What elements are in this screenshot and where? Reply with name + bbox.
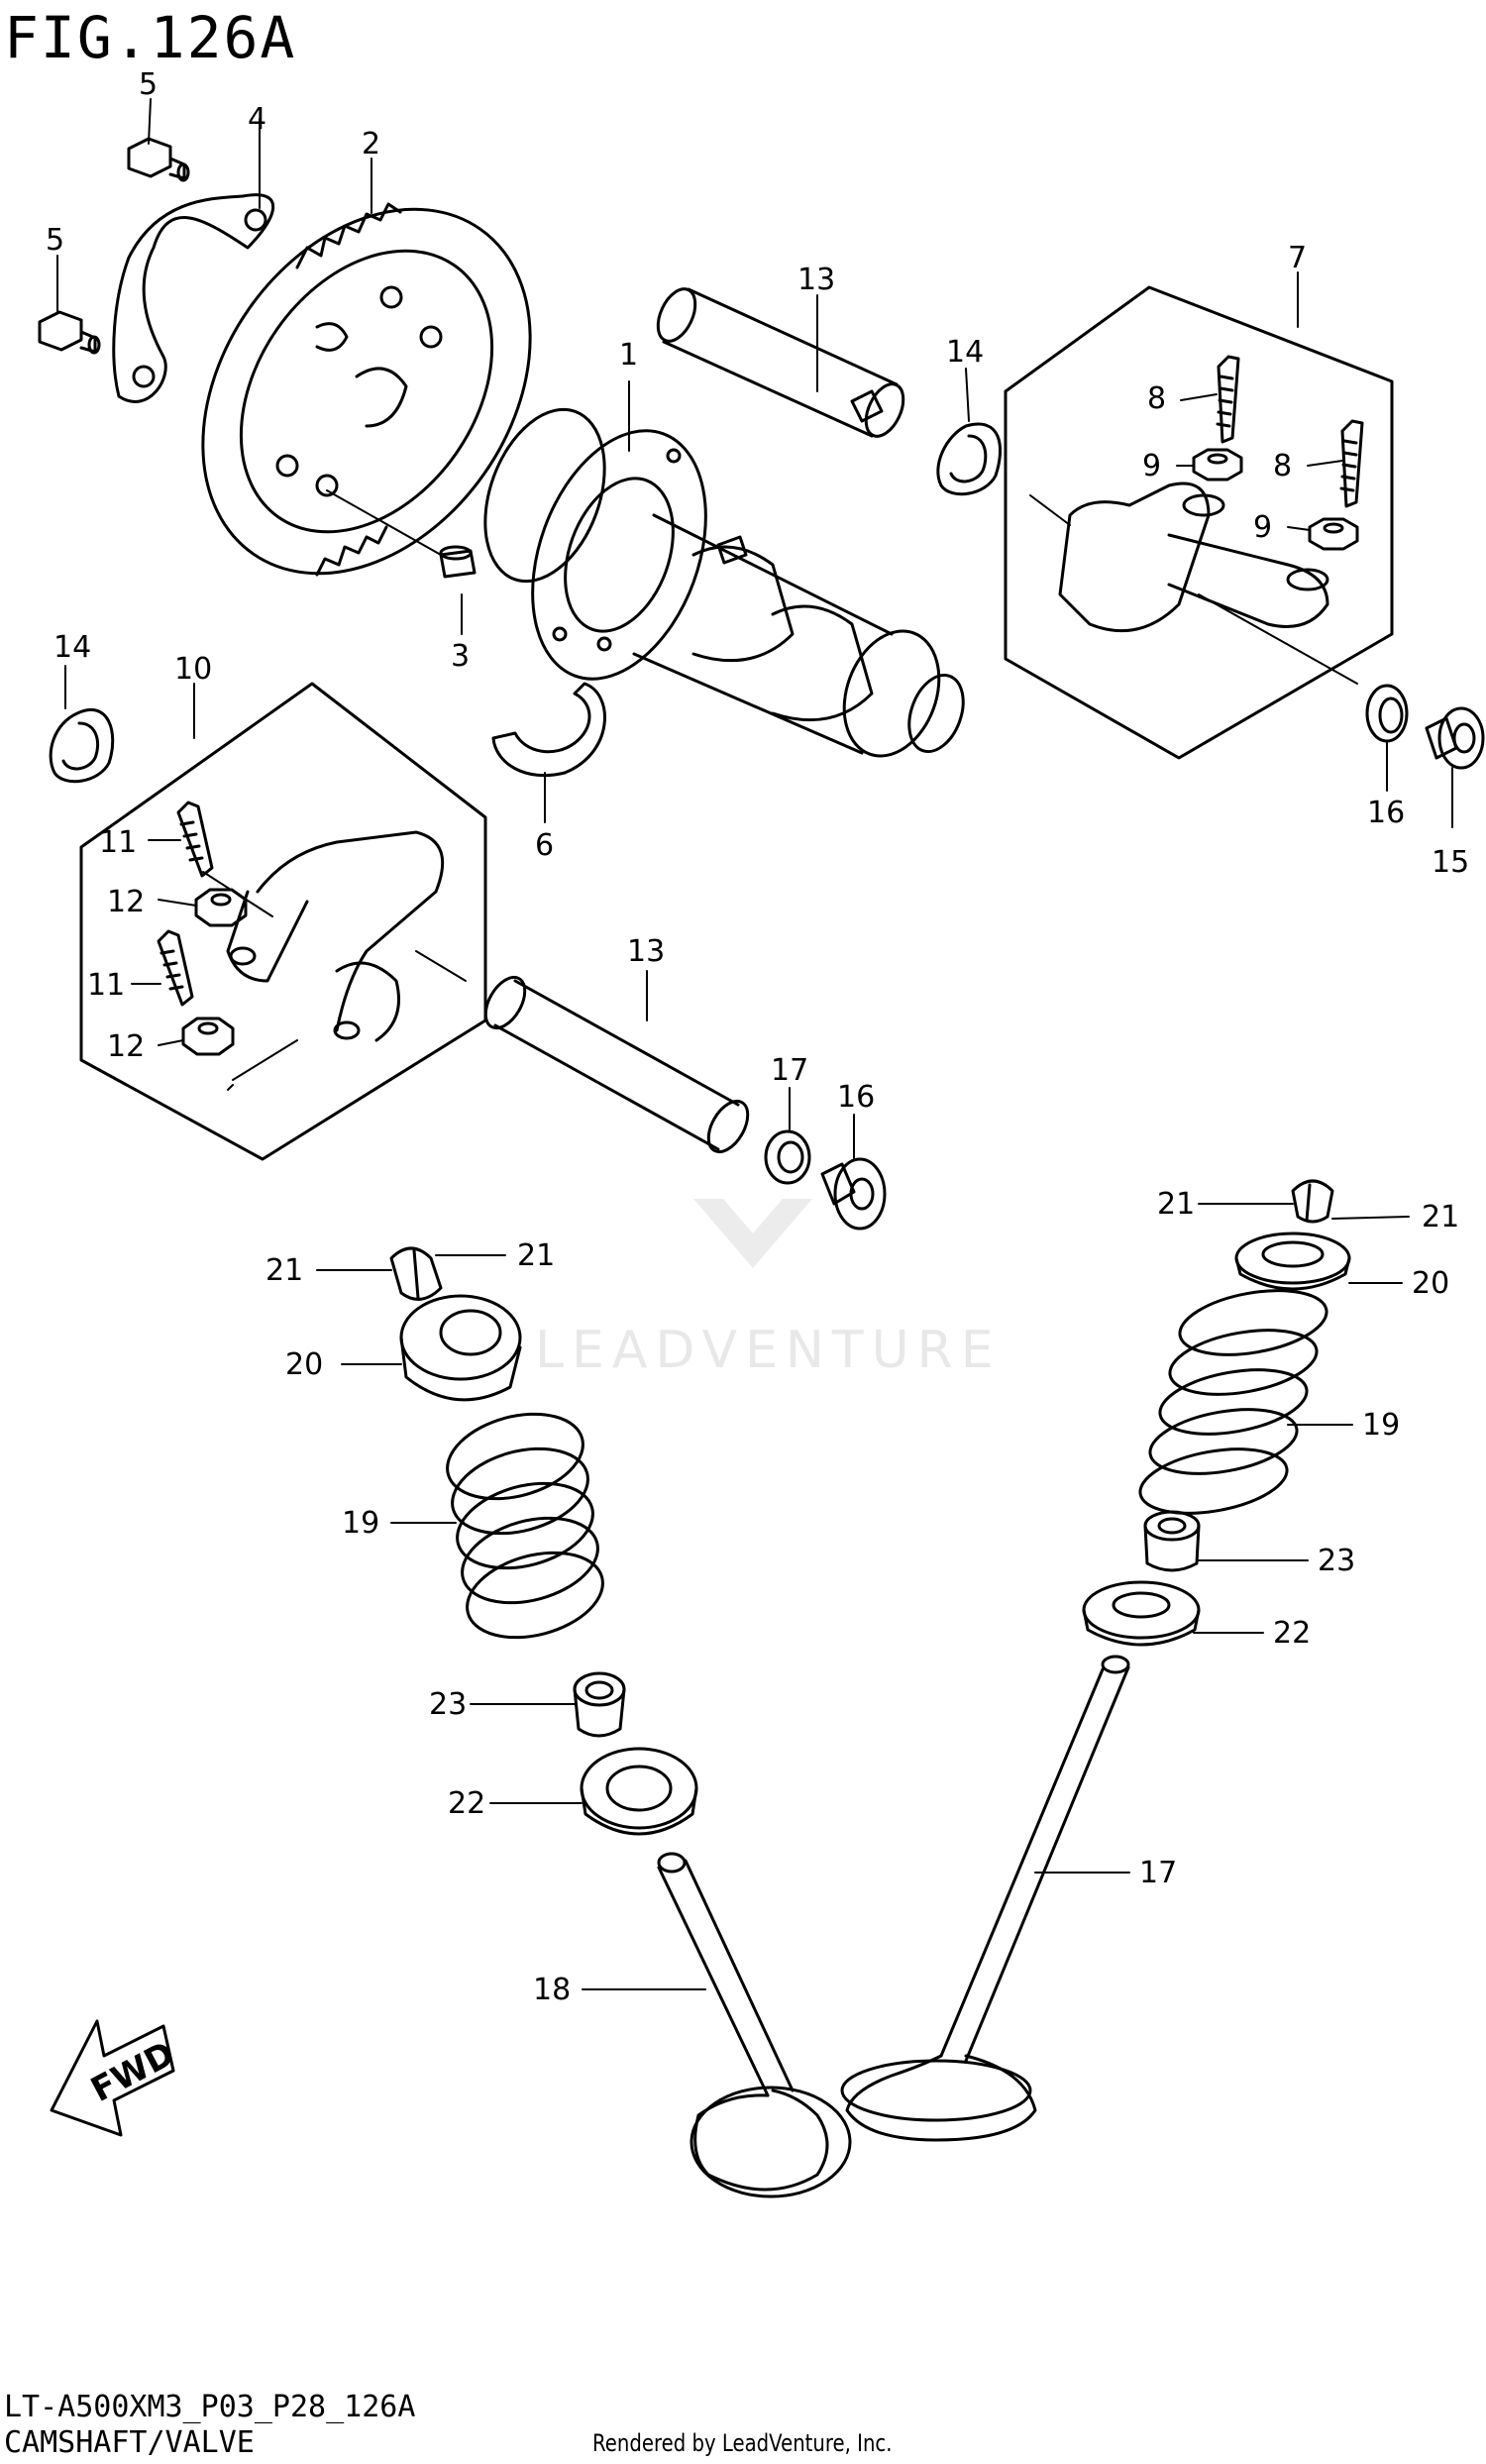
callout-14: 14 [946,335,984,370]
callout-21: 21 [265,1253,303,1288]
callout-4: 4 [248,102,266,137]
callout-16: 16 [1367,796,1405,830]
part-6-half-ring [491,682,606,778]
part-15-bolt-upper [1425,706,1485,770]
callout-9: 9 [1253,510,1272,545]
part-22-spring-seat-right [1082,1580,1201,1647]
callout-11: 11 [87,968,125,1003]
part-20-spring-retainer-right [1234,1232,1351,1291]
callout-21: 21 [517,1238,555,1273]
callout-1: 1 [619,338,638,373]
part-10-rocker-arm-assembly [79,682,487,1161]
part-13-rocker-shaft-lower [483,975,750,1154]
callout-19: 19 [342,1506,379,1541]
part-7-rocker-arm-assembly [1004,285,1394,760]
watermark: LEADVENTURE [535,1199,1002,1380]
callout-20: 20 [285,1347,323,1382]
figure-title: FIG.126A [4,4,297,71]
callout-13: 13 [627,934,665,969]
callout-8: 8 [1273,449,1292,483]
part-16-washer-lower [764,1129,811,1185]
callout-12: 12 [107,1029,145,1064]
callout-10: 10 [174,652,212,687]
callout-11: 11 [99,825,137,860]
callout-3: 3 [451,639,470,674]
callout-22: 22 [1273,1616,1311,1651]
callout-19: 19 [1362,1408,1400,1443]
callout-14: 14 [53,630,91,665]
drawing-code: LT-A500XM3_P03_P28_126A [4,2390,416,2424]
callout-21: 21 [1157,1187,1195,1222]
callout-23: 23 [1318,1544,1355,1578]
part-15-bolt-lower [820,1157,887,1231]
callout-20: 20 [1412,1266,1449,1301]
callout-2: 2 [362,127,380,161]
part-14-clip-upper [936,422,1003,496]
part-23-valve-stem-seal-right [1143,1510,1201,1572]
credit-line: Rendered by LeadVenture, Inc. [592,2429,893,2457]
part-22-spring-seat-left [580,1747,698,1836]
callout-5: 5 [139,67,158,102]
part-21-valve-cotter-right [1291,1179,1334,1224]
watermark-text: LEADVENTURE [535,1321,1002,1380]
part-4-retainer-plate [112,193,275,403]
part-14-clip-lower [49,707,115,784]
part-5-bolt-lower [38,310,101,355]
callout-6: 6 [535,828,554,863]
callout-labels: 5 5 4 2 3 1 6 13 14 7 8 8 9 9 16 15 14 9… [46,67,1469,2007]
part-2-cam-sprocket [201,202,532,577]
part-3-dowel-pin [326,489,477,579]
drawing-name: CAMSHAFT/VALVE [4,2425,255,2460]
part-17-exhaust-valve [840,1655,1130,2142]
callout-9: 9 [1142,449,1161,483]
part-13-rocker-shaft-upper [656,287,905,438]
callout-23: 23 [429,1687,467,1722]
callout-18: 18 [533,1973,571,2007]
leader-lines [56,98,1453,1990]
callout-15: 16 [837,1080,875,1115]
part-21-valve-cotter-left [389,1246,443,1301]
callout-8: 8 [1147,381,1166,416]
callout-22: 22 [448,1786,485,1821]
callout-5: 5 [46,223,64,258]
part-1-camshaft [483,407,965,758]
part-20-spring-retainer-left [399,1294,522,1402]
callout-16: 17 [771,1053,808,1088]
callout-21: 21 [1422,1200,1459,1234]
fwd-arrow-icon: FWD [50,2019,181,2137]
part-18-intake-valve [657,1852,852,2198]
part-19-valve-spring-right [1138,1289,1328,1515]
part-19-valve-spring-left [446,1412,604,1640]
callout-7: 7 [1288,241,1307,275]
part-23-valve-stem-seal-left [573,1671,626,1738]
callout-15: 15 [1432,845,1469,880]
callout-17: 17 [1139,1856,1177,1890]
callout-12: 12 [107,885,145,919]
part-5-bolt-upper [127,137,190,182]
callout-13: 13 [797,263,835,297]
part-16-washer-upper [1365,684,1409,743]
